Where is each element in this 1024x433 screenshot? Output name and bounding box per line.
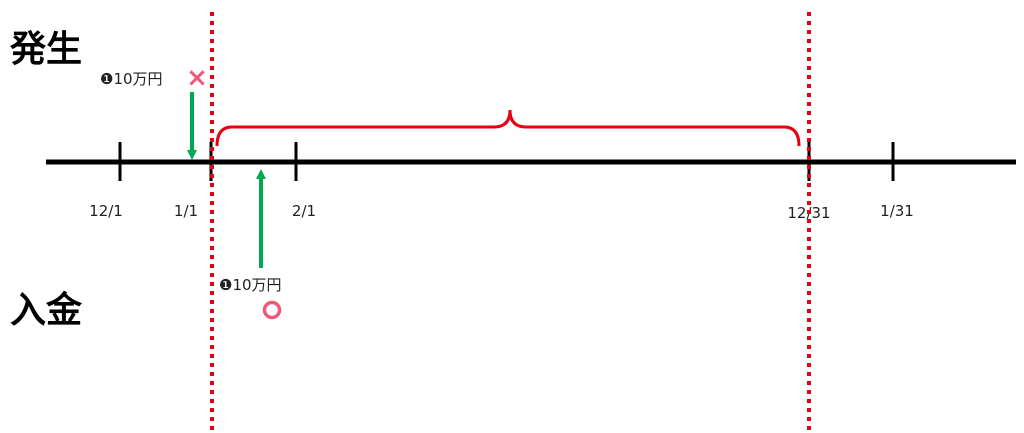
tick-label-12-1: 12/1	[89, 202, 123, 220]
receipt-amount: 10万円	[232, 276, 281, 294]
occurrence-amount: 10万円	[113, 70, 162, 88]
circle-mark-icon	[262, 300, 282, 320]
occurrence-row-label: 発生	[10, 29, 83, 70]
accounting-period-brace	[215, 109, 801, 147]
receipt-number-marker: ❶	[219, 276, 232, 294]
tick-label-1-31: 1/31	[880, 202, 914, 220]
occurrence-amount-label: ❶10万円	[100, 70, 163, 88]
occurrence-number-marker: ❶	[100, 70, 113, 88]
receipt-amount-label: ❶10万円	[219, 276, 282, 294]
cross-mark-icon: ×	[186, 63, 208, 93]
receipt-row-label: 入金	[10, 290, 83, 331]
tick-label-1-1: 1/1	[174, 202, 198, 220]
tick-label-2-1: 2/1	[292, 202, 316, 220]
